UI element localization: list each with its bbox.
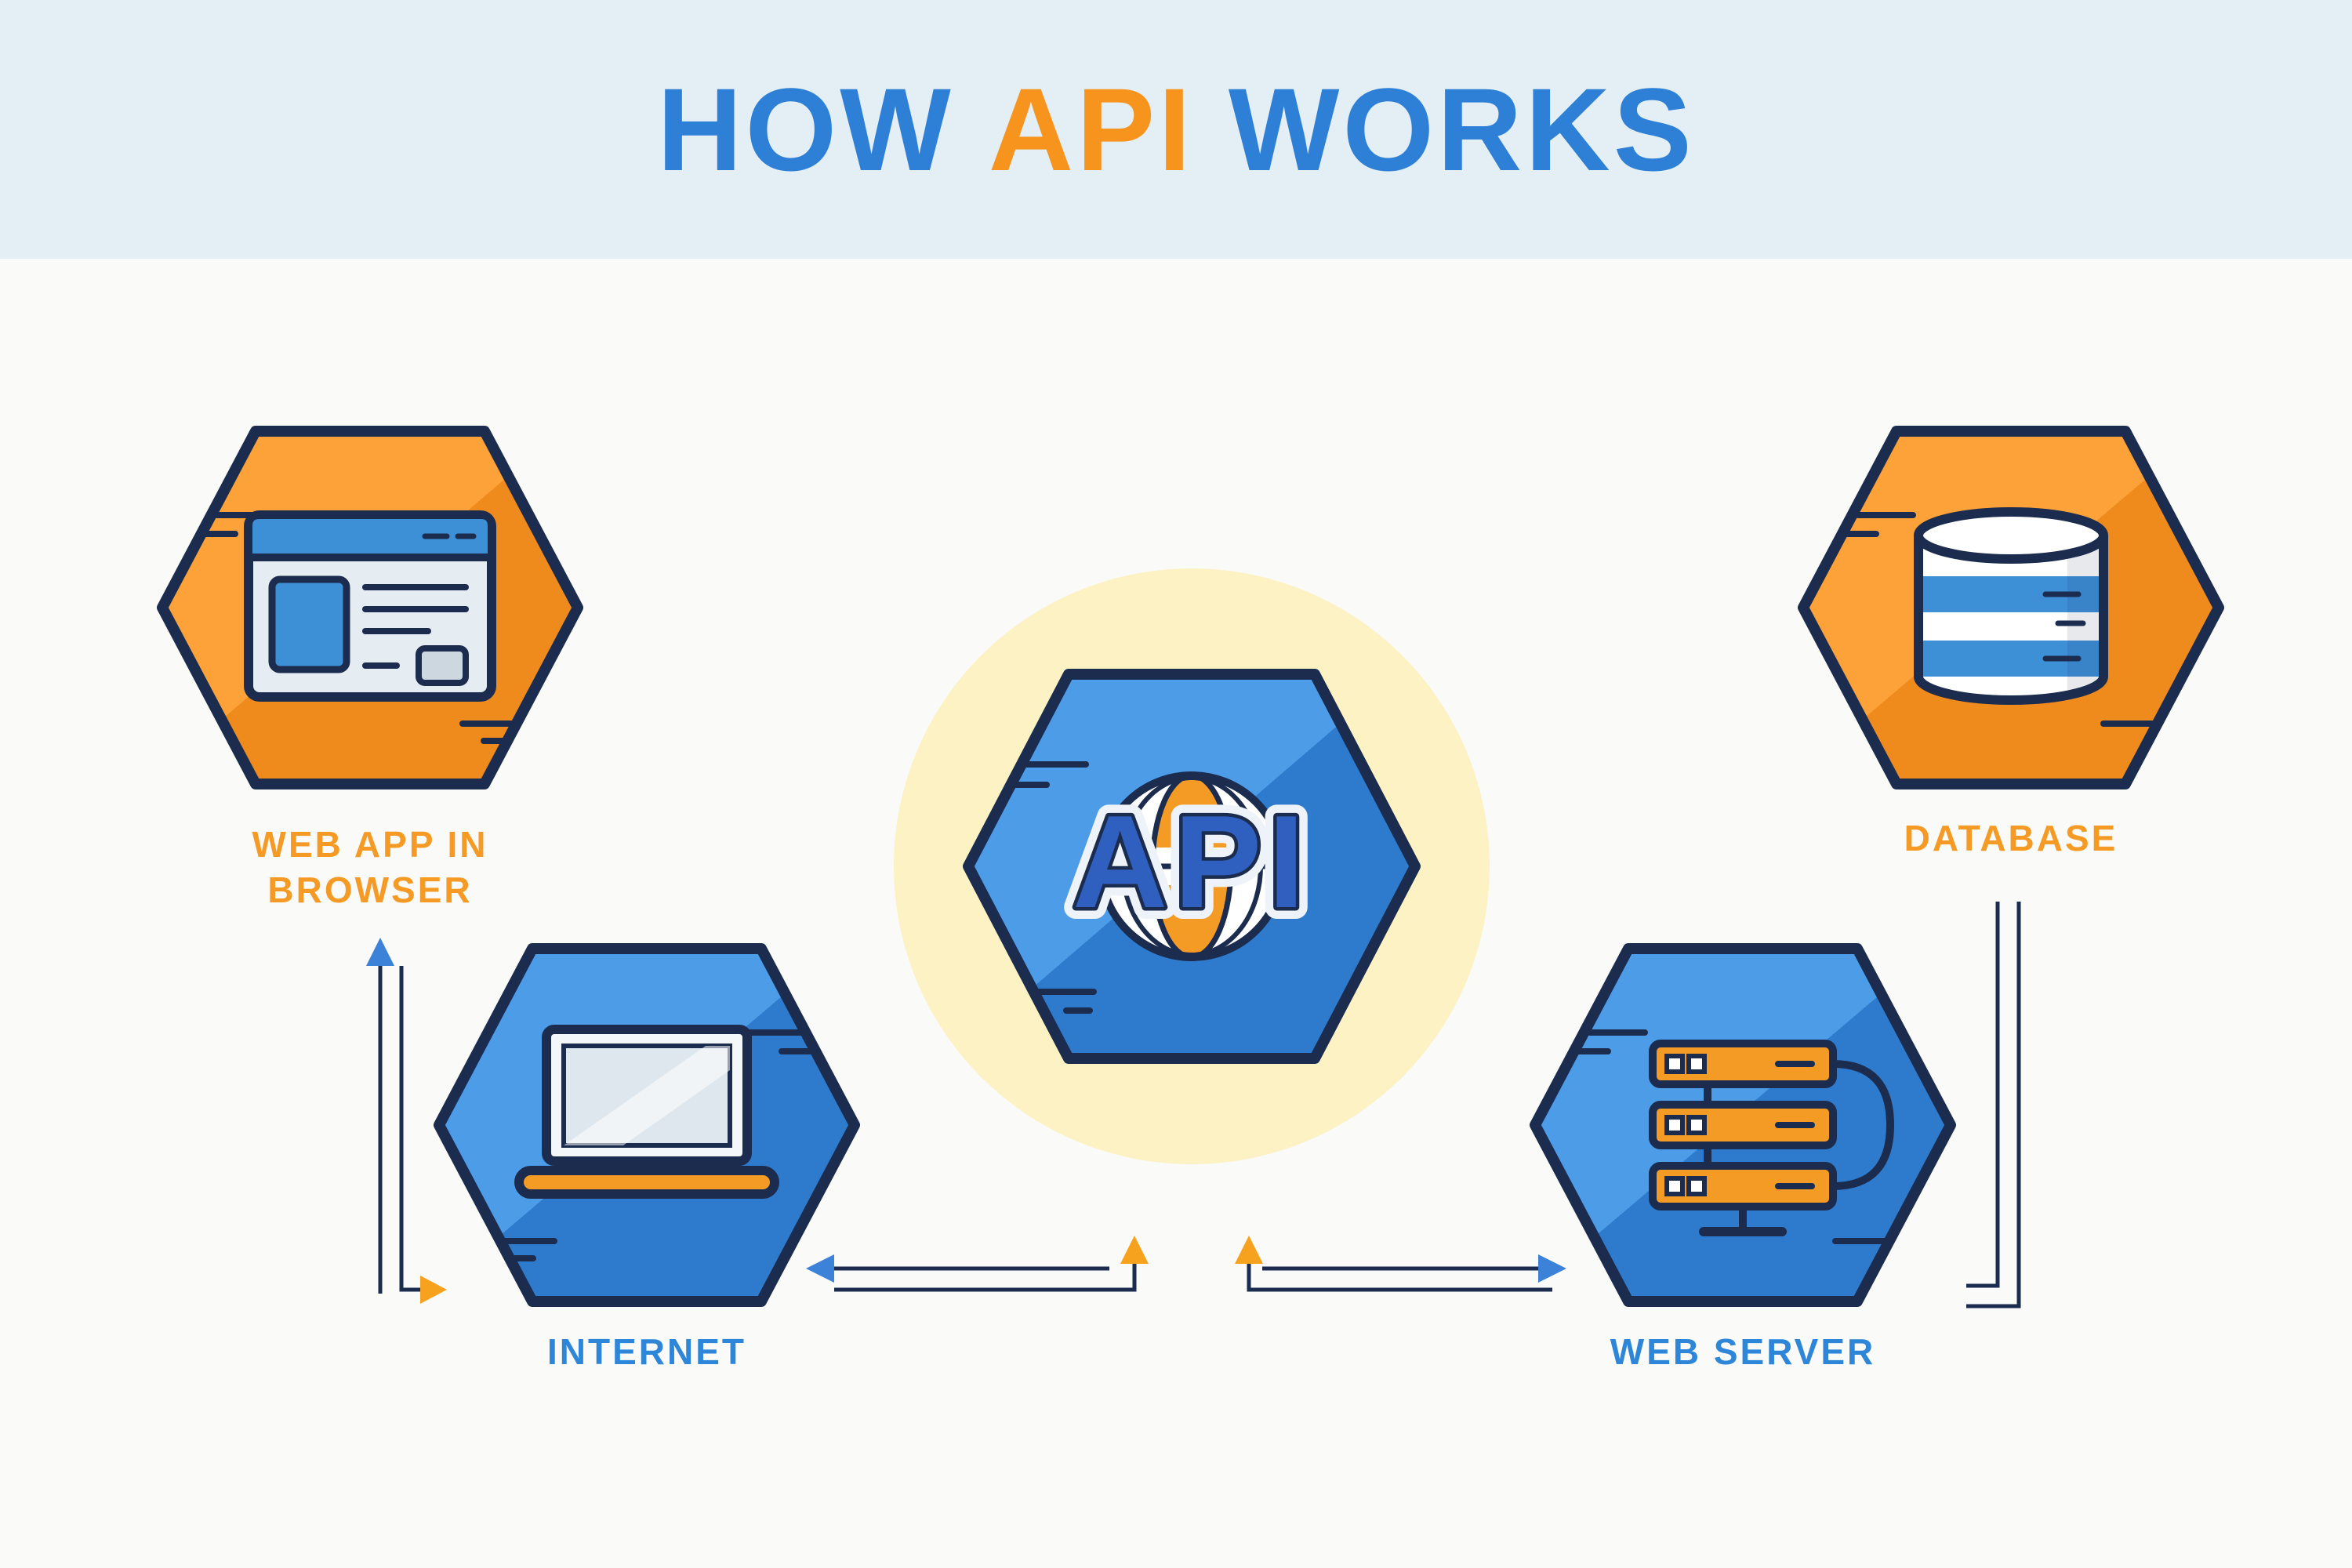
arrowhead-up-orange (1235, 1236, 1263, 1264)
title-word-works: WORKS (1228, 63, 1695, 195)
screen-sheen (564, 1046, 730, 1145)
label-database: DATABASE (1904, 818, 2118, 858)
header-band: HOW API WORKS (0, 0, 2352, 259)
server-bar (1649, 1040, 1837, 1088)
browser-thumbnail (416, 645, 469, 686)
title-word-api: API (988, 63, 1194, 195)
server-bracket (1832, 1060, 1895, 1190)
db-shade (2067, 535, 2103, 700)
browser-content-panel (268, 575, 350, 673)
node-webserver (1508, 921, 1978, 1329)
db-top (1914, 507, 2108, 564)
arrowhead-up-orange (1120, 1236, 1149, 1264)
browser-title-bar (245, 511, 495, 561)
node-database (1776, 404, 2246, 811)
laptop-base (514, 1166, 779, 1199)
label-line: BROWSER (267, 869, 473, 910)
laptop-icon (514, 1025, 779, 1199)
api-label-halo: API (1073, 788, 1311, 935)
node-internet (412, 921, 882, 1329)
browser-window-icon (244, 510, 496, 702)
api-label: API (1073, 788, 1311, 935)
server-rack-icon (1649, 1040, 1895, 1236)
label-internet: INTERNET (547, 1331, 746, 1372)
title-word-how: HOW (657, 63, 954, 195)
server-bar (1649, 1101, 1837, 1149)
label-line: WEB APP IN (252, 824, 488, 865)
database-cylinder-icon (1914, 507, 2108, 705)
node-webapp (135, 404, 605, 811)
arrowhead-up-blue (366, 938, 394, 966)
label-webserver: WEB SERVER (1610, 1331, 1876, 1372)
label-webapp: WEB APP IN BROWSER (135, 822, 605, 913)
globe-icon (1097, 771, 1287, 961)
node-api: API API (941, 647, 1443, 1086)
page-title: HOW API WORKS (657, 62, 1695, 198)
server-bar (1649, 1162, 1837, 1210)
